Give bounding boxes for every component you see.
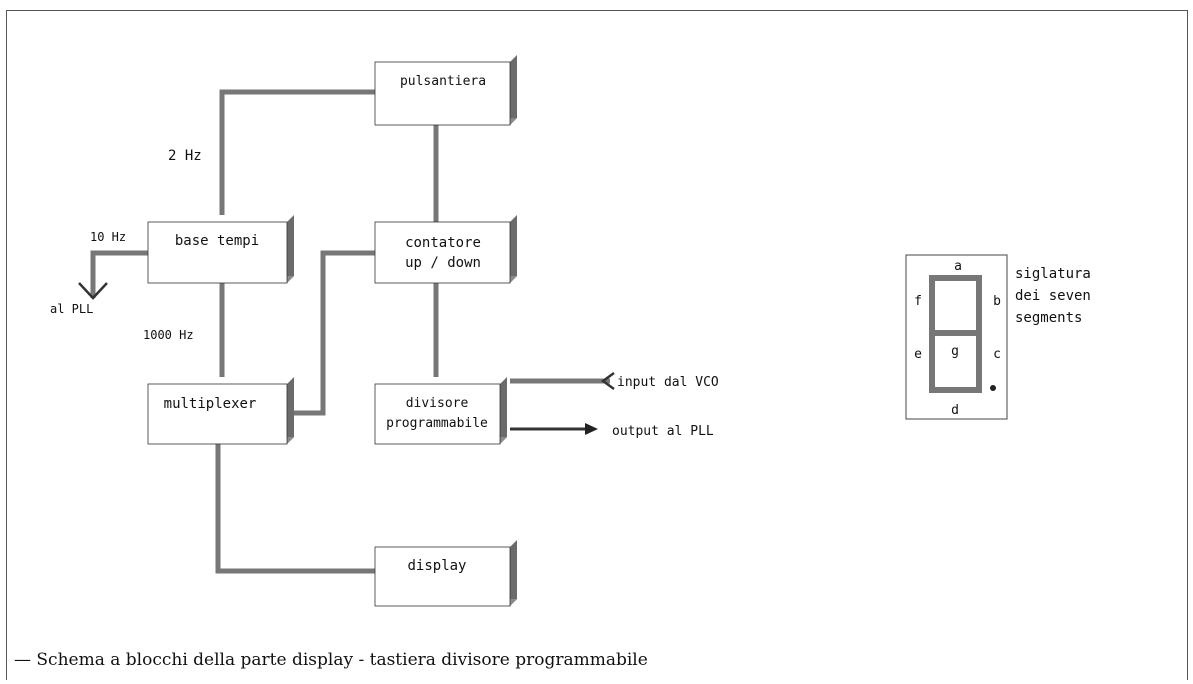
base-tempi-label: base tempi	[175, 233, 259, 249]
label-1000hz: 1000 Hz	[143, 328, 194, 342]
seg-label-d: d	[951, 403, 959, 418]
label-10hz: 10 Hz	[90, 230, 126, 244]
decimal-point	[990, 385, 996, 391]
segment-a	[929, 275, 982, 281]
block-contatore: contatore up / down	[374, 215, 517, 284]
wire-multiplexer-contatore	[287, 250, 375, 416]
seg-label-f: f	[914, 294, 922, 309]
wire-multiplexer-display	[215, 444, 375, 574]
segment-c	[976, 333, 982, 393]
block-divisore: divisore programmabile	[374, 377, 507, 445]
figure-caption: — Schema a blocchi della parte display -…	[14, 650, 648, 670]
segment-f	[929, 275, 935, 335]
contatore-label-line2: up / down	[405, 255, 481, 271]
contatore-label-line1: contatore	[405, 235, 481, 251]
seg-label-c: c	[993, 347, 1001, 362]
divisore-label-line1: divisore	[406, 396, 469, 411]
seg-label-g: g	[951, 344, 959, 359]
label-input-vco: input dal VCO	[617, 375, 719, 390]
legend-title-line3: segments	[1015, 310, 1082, 326]
divisore-label-line2: programmabile	[386, 416, 488, 431]
legend-title-line1: siglatura	[1015, 266, 1091, 282]
arrow-output-pll	[585, 423, 598, 435]
segment-e	[929, 333, 935, 393]
segment-b	[976, 275, 982, 335]
wire-10hz-al-pll	[90, 250, 148, 298]
seven-segment-legend: a b c d e f g	[905, 254, 1008, 420]
label-al-pll: al PLL	[50, 302, 93, 316]
label-2hz: 2 Hz	[168, 148, 202, 164]
block-multiplexer: multiplexer	[147, 377, 294, 445]
block-display: display	[374, 540, 517, 607]
seg-label-a: a	[954, 259, 962, 274]
seg-label-b: b	[993, 294, 1001, 309]
arrow-input-vco	[600, 371, 615, 391]
legend-title-line2: dei seven	[1015, 288, 1091, 304]
wire-pulsantiera-base-tempi	[219, 89, 375, 215]
block-base-tempi: base tempi	[147, 215, 294, 284]
seg-label-e: e	[914, 347, 922, 362]
pulsantiera-label: pulsantiera	[400, 74, 486, 89]
multiplexer-label: multiplexer	[164, 396, 257, 412]
display-label: display	[407, 558, 466, 574]
segment-d	[929, 387, 982, 393]
segment-g	[929, 330, 982, 336]
block-pulsantiera: pulsantiera	[374, 55, 517, 126]
diagram-frame	[6, 10, 1188, 680]
label-output-pll: output al PLL	[612, 424, 714, 439]
arrow-al-pll	[78, 282, 108, 300]
